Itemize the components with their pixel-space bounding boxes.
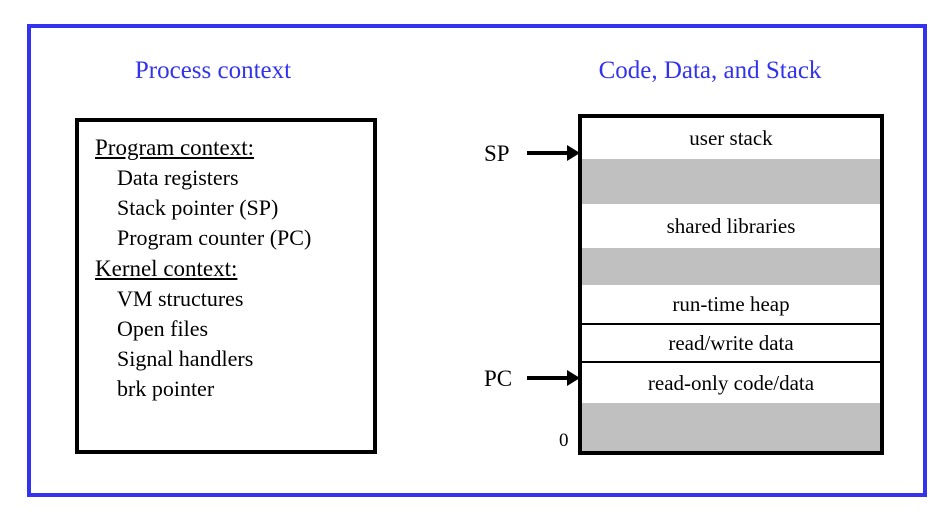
memory-segment-unmapped-low: [582, 403, 880, 451]
group-heading-program-context: Program context:: [95, 135, 255, 160]
group-heading-kernel-context: Kernel context:: [95, 256, 238, 281]
context-item: Open files: [117, 316, 209, 341]
memory-segment-gap-above-libraries: [582, 159, 880, 204]
process-context-box: Program context: Data registers Stack po…: [75, 118, 377, 454]
program-counter-arrow-icon: [527, 370, 580, 386]
context-item: Data registers: [117, 165, 239, 190]
context-item: Stack pointer (SP): [117, 195, 279, 220]
memory-layout-title: Code, Data, and Stack: [598, 57, 822, 84]
stack-pointer-label: SP: [484, 141, 510, 166]
context-item: VM structures: [117, 286, 244, 311]
memory-segment-read-only-code-data: read-only code/data: [582, 363, 880, 403]
program-counter-label: PC: [484, 366, 513, 391]
context-group-kernel: Kernel context: VM structures Open files…: [79, 253, 373, 404]
context-item: Program counter (PC): [117, 225, 312, 250]
memory-segment-shared-libraries: shared libraries: [582, 204, 880, 248]
context-item: Signal handlers: [117, 346, 254, 371]
context-group-program: Program context: Data registers Stack po…: [79, 132, 373, 253]
memory-segment-gap-above-heap: [582, 248, 880, 285]
memory-segment-run-time-heap: run-time heap: [582, 285, 880, 325]
memory-segment-read-write-data: read/write data: [582, 325, 880, 363]
stack-pointer-arrow-icon: [527, 145, 580, 161]
address-zero-label: 0: [559, 430, 569, 451]
context-item: brk pointer: [117, 376, 215, 401]
memory-segment-user-stack: user stack: [582, 118, 880, 159]
process-context-title: Process context: [134, 57, 292, 84]
memory-layout-box: user stack shared libraries run-time hea…: [578, 114, 884, 455]
